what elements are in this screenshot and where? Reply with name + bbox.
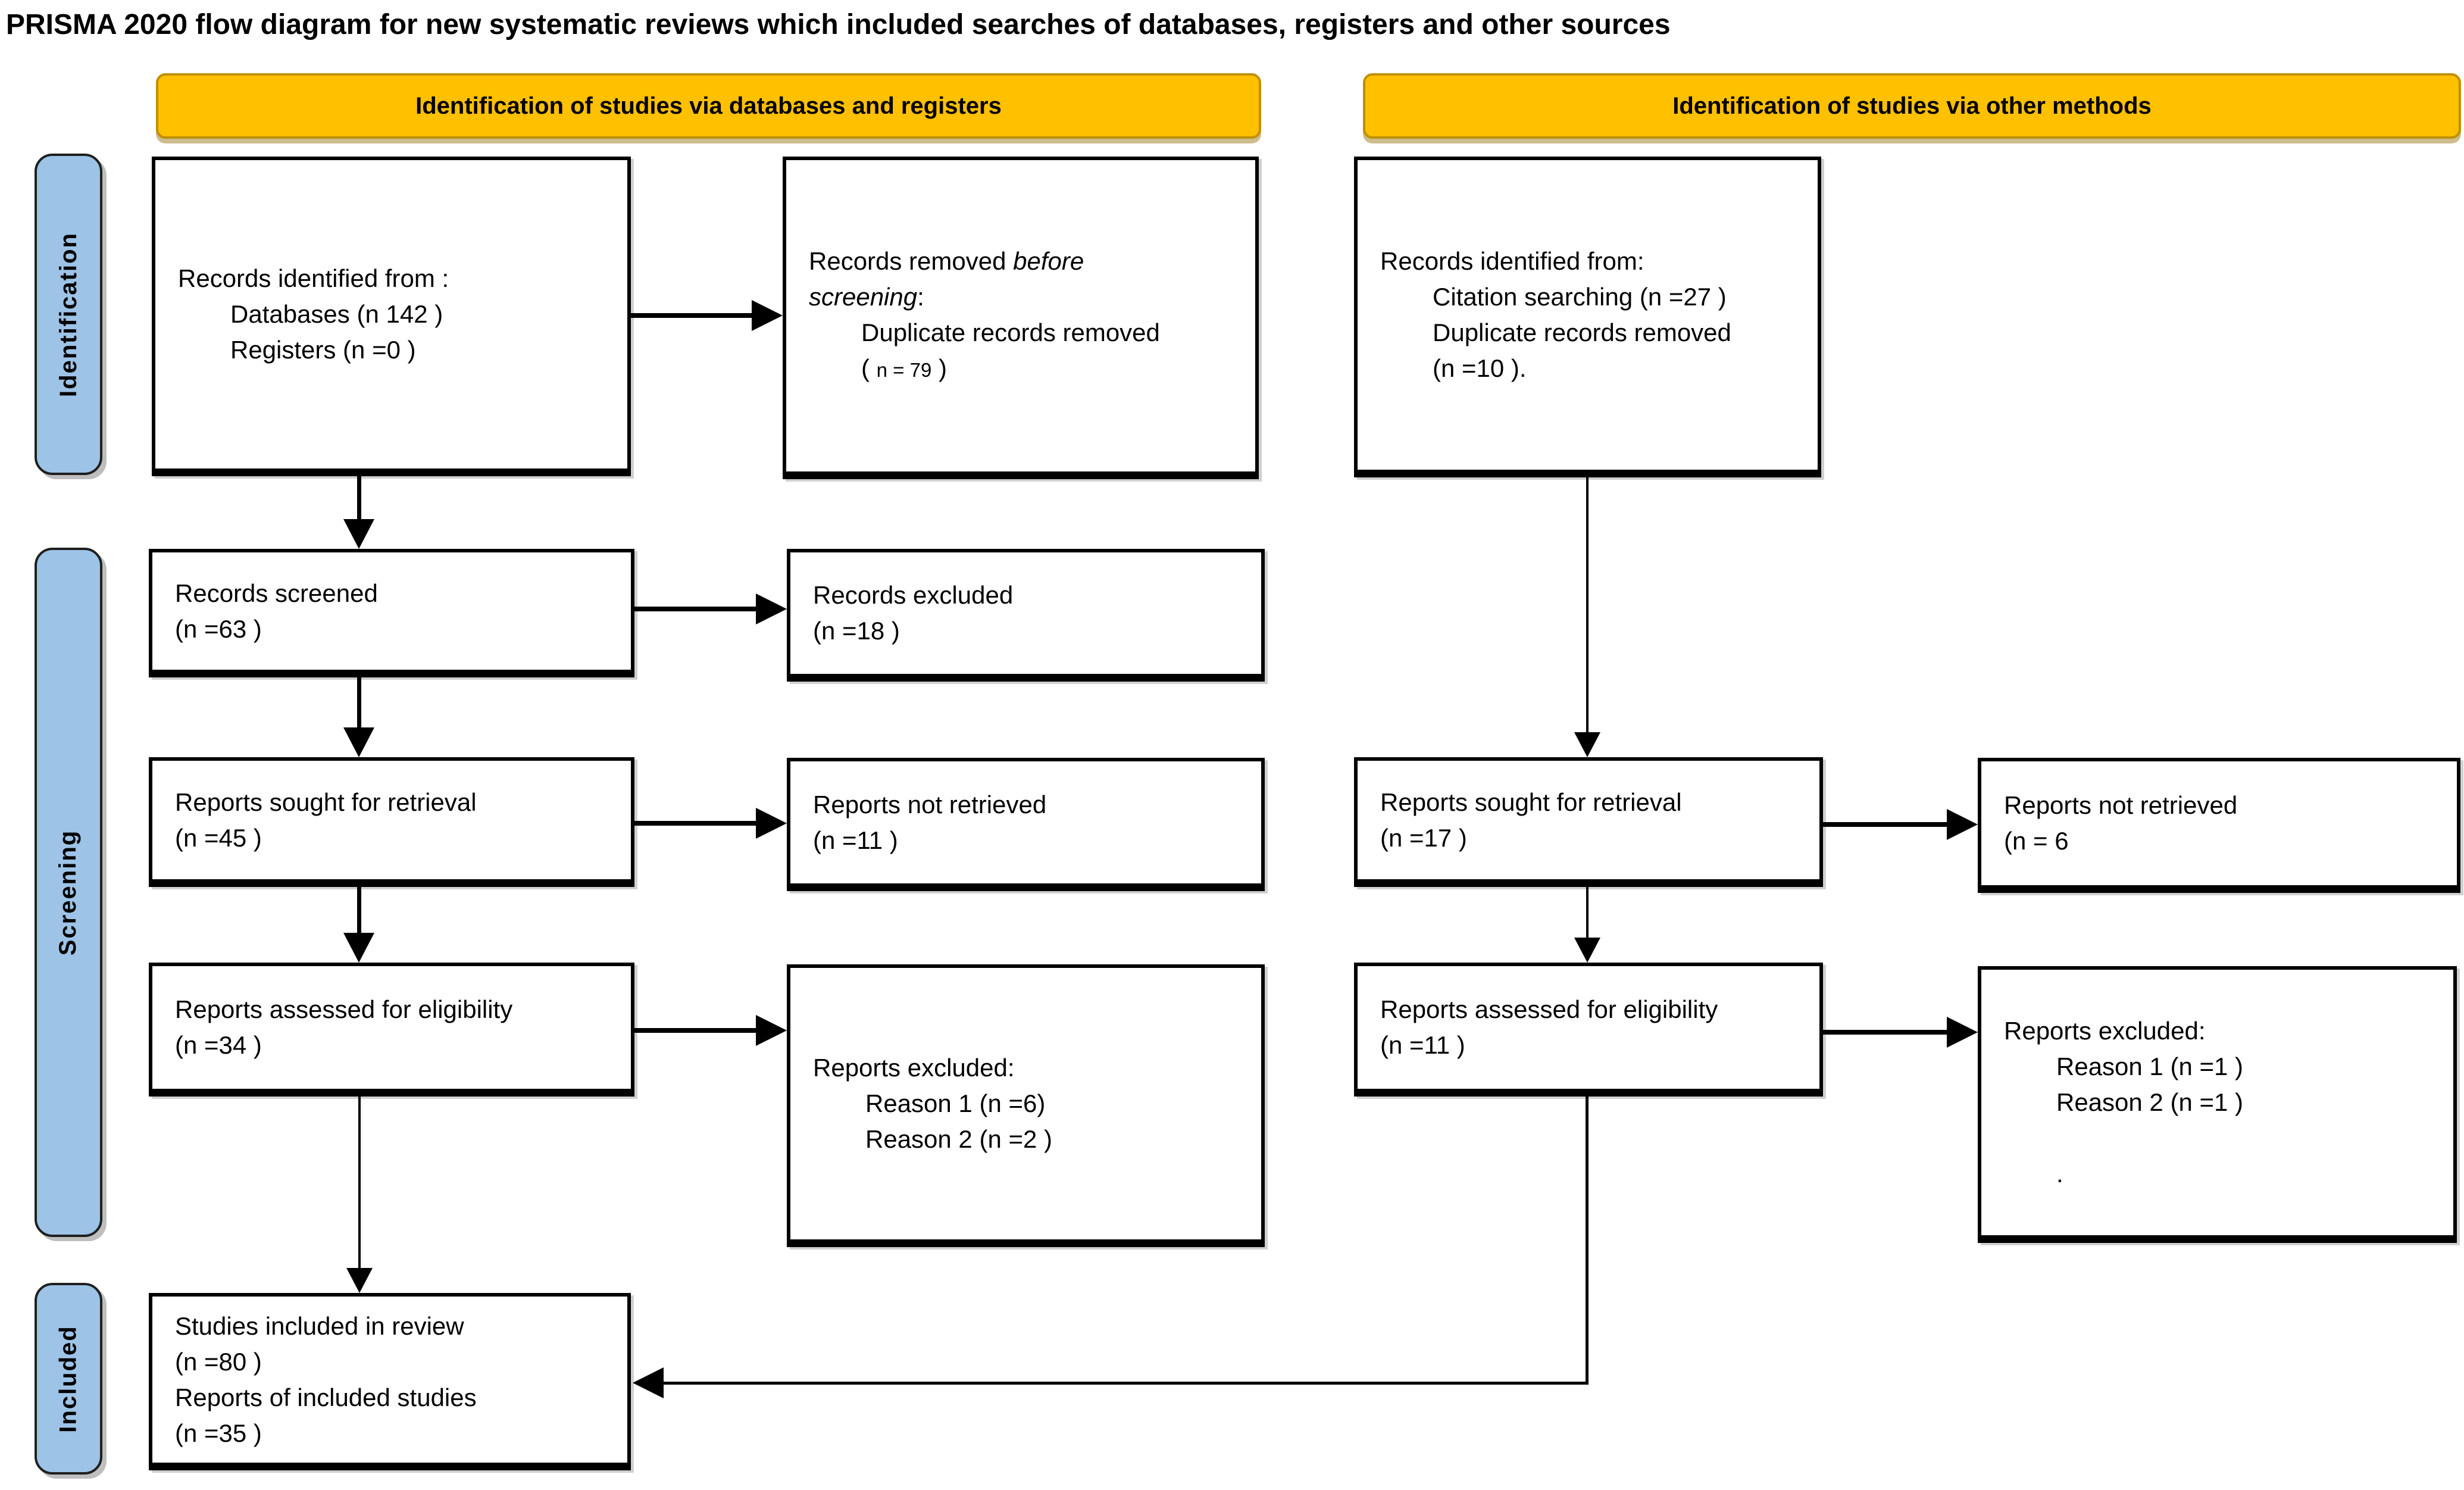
box-reports-assessed-databases: Reports assessed for eligibility(n =34 )	[149, 963, 634, 1097]
arrow-identified-to-removed-head	[752, 300, 783, 331]
box-records-excluded: Records excluded(n =18 )	[787, 549, 1265, 682]
box-reports-excluded-other: Reports excluded:Reason 1 (n =1 )Reason …	[1978, 966, 2457, 1243]
arrow-assessed-to-included-head	[346, 1268, 373, 1293]
arrow-identified-to-removed-line	[631, 313, 753, 318]
box-reports-sought-other: Reports sought for retrieval(n =17 )	[1354, 757, 1823, 887]
arrow-assessed-to-repexcluded-other-line	[1823, 1030, 1947, 1035]
stage-label-screening: Screening	[35, 548, 102, 1237]
box-reports-excluded-databases: Reports excluded:Reason 1 (n =6)Reason 2…	[787, 964, 1265, 1247]
arrow-assessed-other-to-included-hline	[664, 1382, 1588, 1385]
arrow-assessed-to-included-line	[358, 1097, 361, 1270]
column-header-databases-registers: Identification of studies via databases …	[156, 73, 1261, 139]
arrow-sought-to-notretrieved-db-head	[756, 808, 787, 839]
box-reports-assessed-other: Reports assessed for eligibility(n =11 )	[1354, 963, 1823, 1097]
arrow-sought-other-to-assessed-line	[1586, 887, 1589, 938]
arrow-assessed-other-to-included-vline	[1586, 1097, 1589, 1385]
stage-label-included-text: Included	[55, 1325, 82, 1433]
arrow-identified-to-screened-line	[357, 476, 361, 521]
arrow-screened-to-sought-line	[357, 677, 361, 730]
box-records-identified-databases: Records identified from :Databases (n 14…	[152, 157, 631, 476]
box-studies-included: Studies included in review(n =80 )Report…	[149, 1293, 631, 1470]
page-title: PRISMA 2020 flow diagram for new systema…	[6, 9, 1671, 40]
box-records-identified-other: Records identified from:Citation searchi…	[1354, 157, 1821, 477]
arrow-assessed-to-repexcluded-db-line	[634, 1028, 756, 1033]
arrow-sought-to-notretrieved-db-line	[634, 821, 756, 826]
box-reports-sought-databases: Reports sought for retrieval(n =45 )	[149, 757, 634, 887]
column-header-other-methods: Identification of studies via other meth…	[1363, 73, 2461, 139]
arrow-identified-to-screened-head	[343, 519, 374, 549]
arrow-screened-to-excluded-line	[634, 607, 756, 611]
arrow-screened-to-excluded-head	[756, 593, 787, 624]
arrow-sought-to-assessed-head	[343, 933, 374, 963]
arrow-sought-to-notretrieved-other-head	[1947, 809, 1978, 840]
arrow-sought-to-assessed-line	[357, 887, 361, 935]
stage-label-identification-text: Identification	[55, 232, 82, 397]
box-records-screened: Records screened(n =63 )	[149, 549, 634, 677]
arrow-identified-other-to-sought-head	[1574, 732, 1600, 757]
arrow-assessed-other-to-included-head	[633, 1367, 664, 1398]
stage-label-screening-text: Screening	[55, 829, 82, 955]
arrow-sought-to-notretrieved-other-line	[1823, 822, 1947, 827]
arrow-identified-other-to-sought-line	[1586, 477, 1589, 732]
box-reports-not-retrieved-databases: Reports not retrieved(n =11 )	[787, 758, 1265, 891]
arrow-assessed-to-repexcluded-other-head	[1947, 1017, 1978, 1048]
stage-label-identification: Identification	[35, 154, 102, 475]
arrow-screened-to-sought-head	[343, 727, 374, 757]
arrow-assessed-to-repexcluded-db-head	[756, 1015, 787, 1046]
stage-label-included: Included	[35, 1283, 102, 1475]
box-reports-not-retrieved-other: Reports not retrieved(n = 6	[1978, 758, 2460, 893]
arrow-sought-other-to-assessed-head	[1574, 938, 1600, 963]
